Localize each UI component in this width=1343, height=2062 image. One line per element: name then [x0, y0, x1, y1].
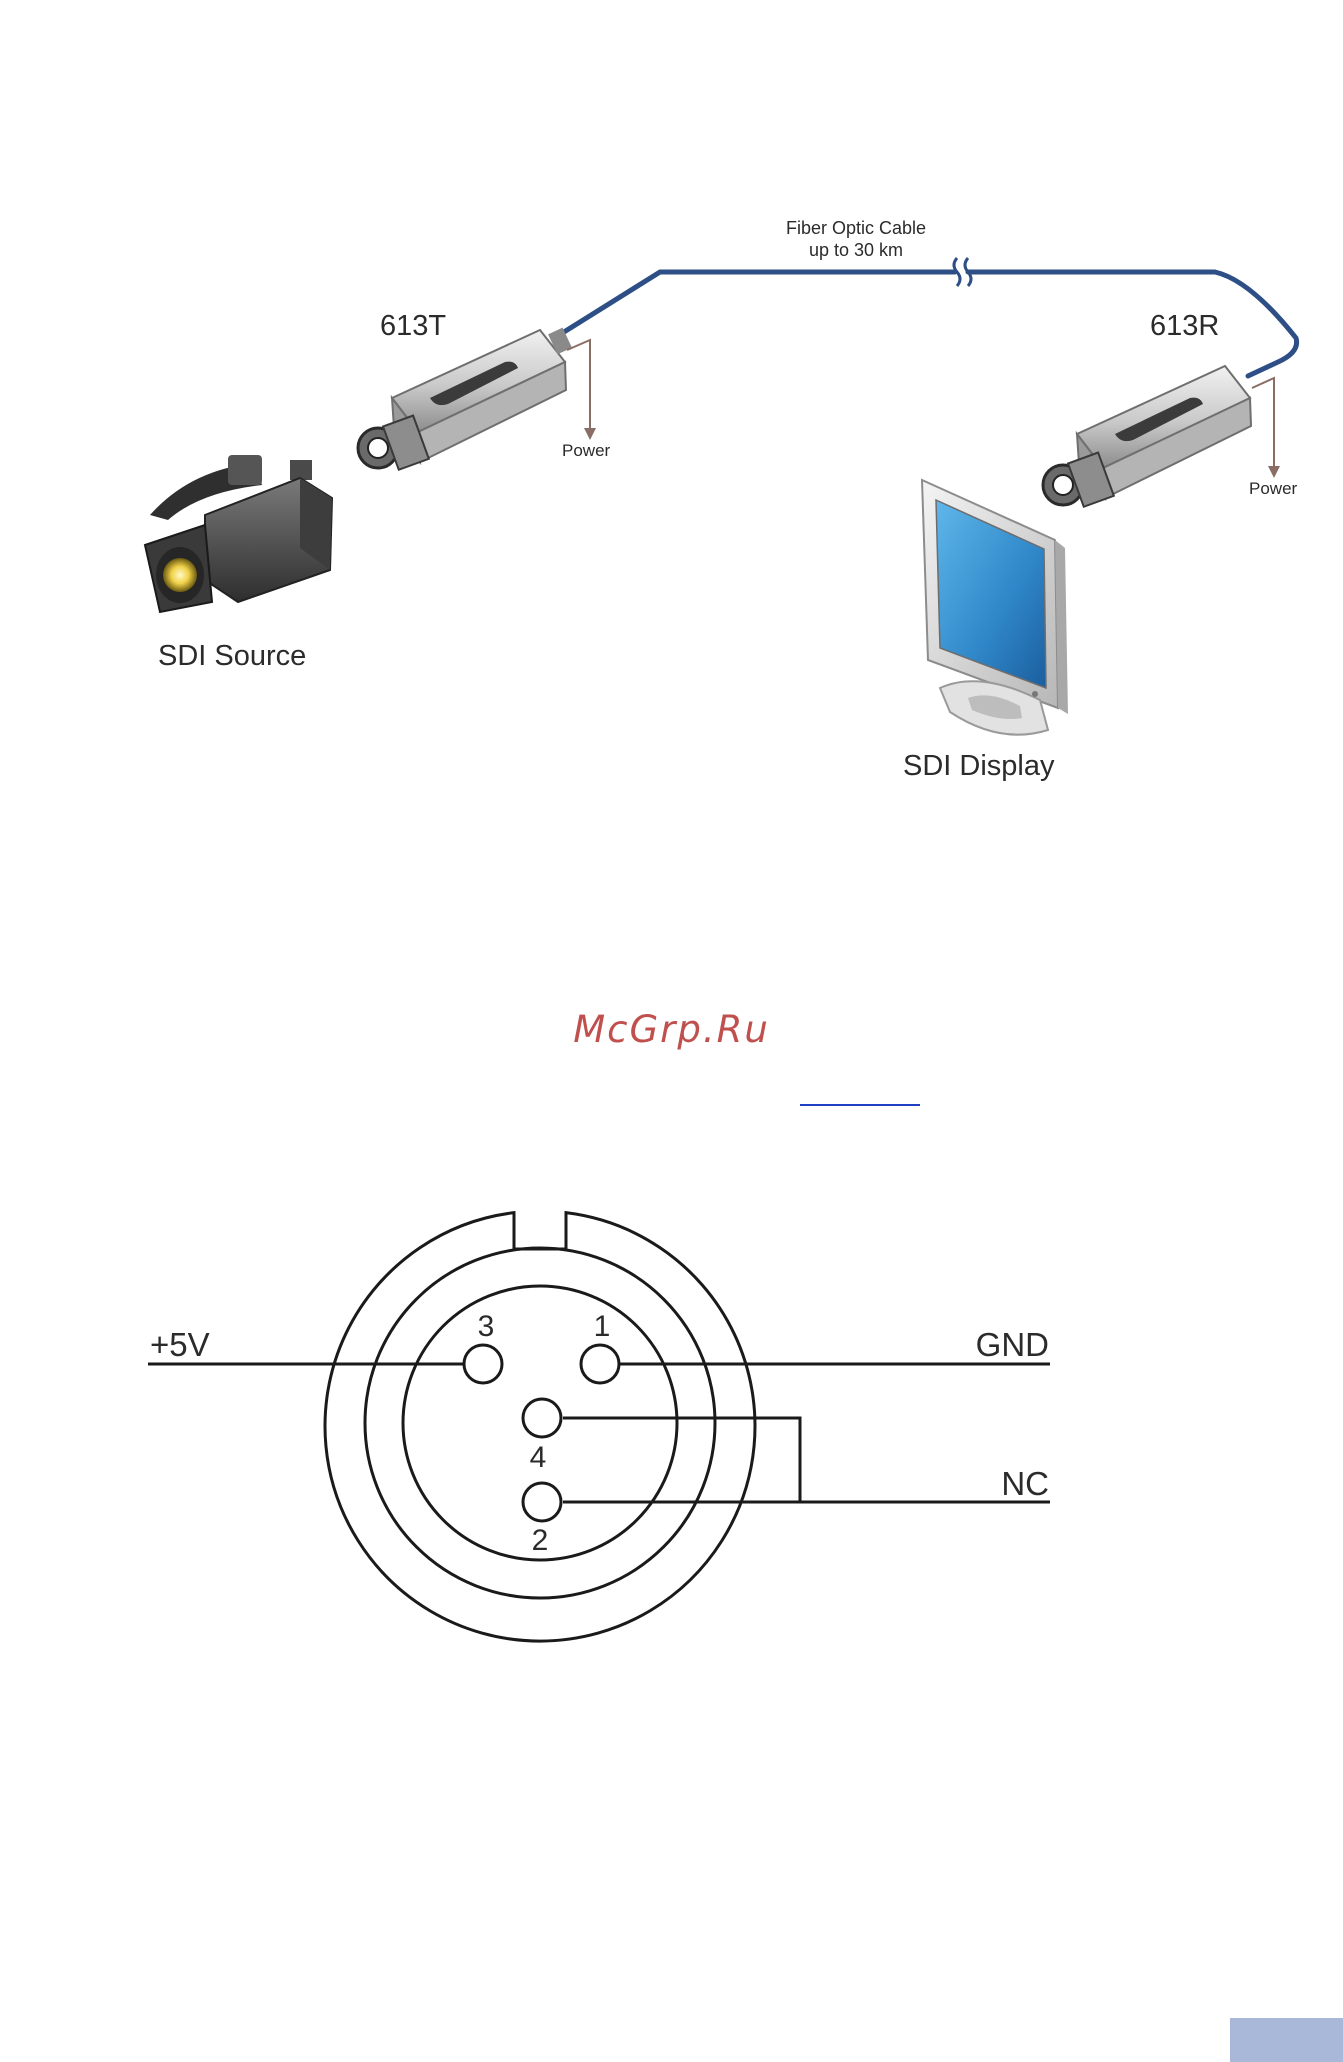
rx-power-label: Power [1249, 479, 1298, 498]
display-label: SDI Display [903, 750, 1055, 782]
tx-power-label: Power [562, 441, 611, 460]
receiver-label: 613R [1150, 310, 1219, 342]
pin-2-number: 2 [532, 1524, 549, 1557]
wire-nc [563, 1418, 1050, 1502]
watermark-text: McGrp.Ru [0, 1008, 1343, 1051]
gnd-label: GND [976, 1326, 1049, 1363]
transmitter-label: 613T [380, 310, 446, 342]
pin-2 [523, 1483, 561, 1521]
monitor-icon [922, 480, 1068, 735]
camcorder-icon [145, 455, 332, 612]
source-label: SDI Source [158, 640, 306, 672]
cable-break-icon [954, 258, 971, 286]
transmitter-613t-icon [358, 328, 572, 470]
pin-3 [464, 1345, 502, 1383]
tx-power-arrow-icon [567, 340, 596, 440]
pin-1-number: 1 [594, 1310, 611, 1343]
cable-label-line1: Fiber Optic Cable [786, 218, 926, 238]
pin-4 [523, 1399, 561, 1437]
pinout-diagram: 3 1 4 2 +5V GND NC [0, 1180, 1343, 1660]
pin-4-number: 4 [530, 1441, 547, 1474]
pin-3-number: 3 [478, 1310, 495, 1343]
watermark-link-underline[interactable] [800, 1104, 920, 1106]
page-corner-tab [1230, 2018, 1343, 2062]
rx-power-arrow-icon [1252, 378, 1280, 478]
receiver-613r-icon [1043, 366, 1251, 507]
nc-label: NC [1001, 1465, 1049, 1502]
plus5v-label: +5V [150, 1326, 210, 1363]
cable-label-line2: up to 30 km [809, 240, 903, 260]
connection-diagram: Fiber Optic Cable up to 30 km 613T Power… [0, 0, 1343, 820]
pin-1 [581, 1345, 619, 1383]
